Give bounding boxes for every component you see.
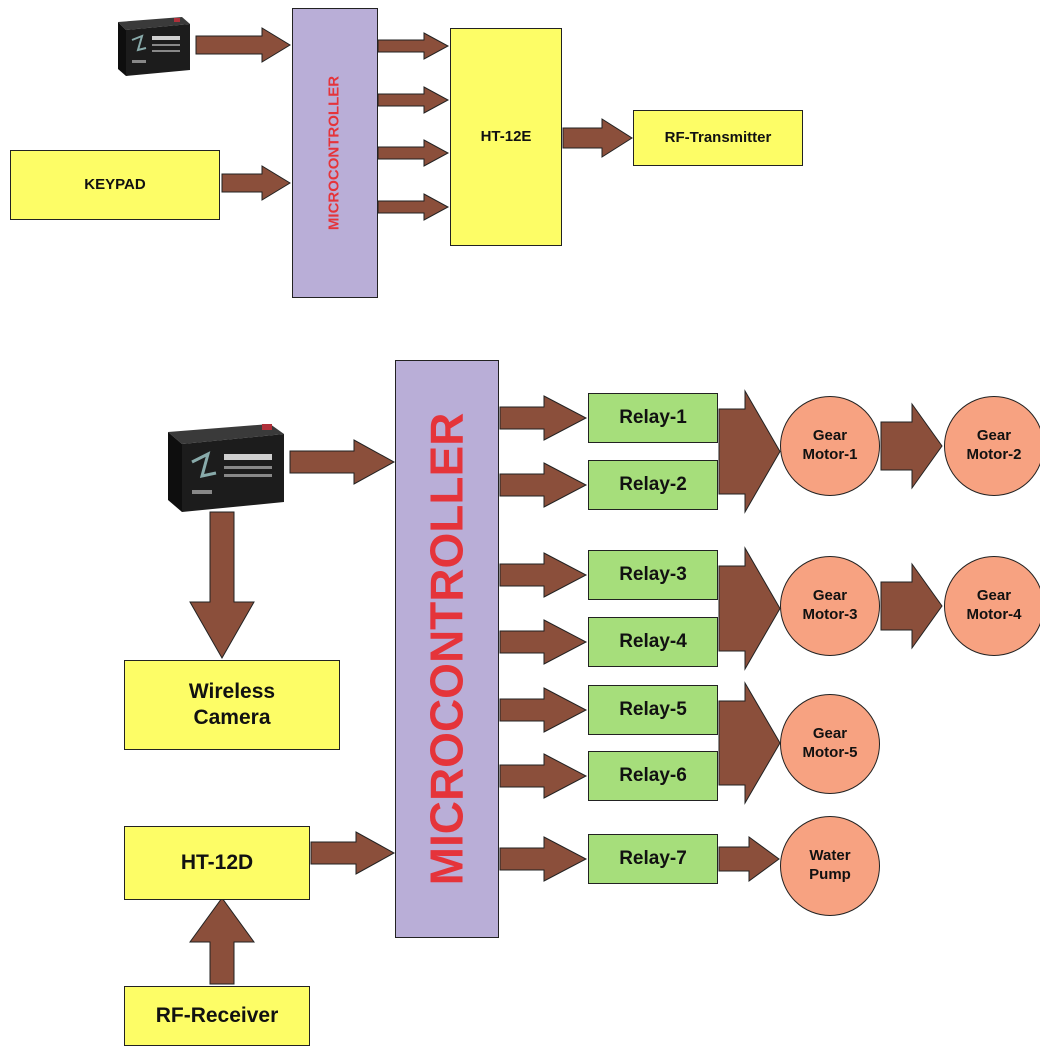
encoder-block: HT-12E	[450, 28, 562, 246]
battery-to-mcu-arrow	[196, 28, 290, 62]
mcu-to-relay-1-arrow	[500, 396, 586, 440]
relay-7-label: Relay-7	[619, 847, 687, 871]
mcu-to-encoder-arrow-4	[378, 194, 448, 220]
relay-2-label: Relay-2	[619, 473, 687, 497]
relays-5-6-to-motor-5-arrow	[719, 683, 780, 803]
transmitter-label: RF-Transmitter	[665, 129, 772, 148]
gear-motor-5-label: Gear Motor-5	[803, 725, 858, 763]
water-pump-label: Water Pump	[809, 847, 851, 885]
gear-motor-3-label: Gear Motor-3	[803, 587, 858, 625]
microcontroller-bottom-label: MICROCONTROLLER	[418, 413, 476, 886]
gear-motor-3-node: Gear Motor-3	[780, 556, 880, 656]
gear-motor-5-node: Gear Motor-5	[780, 694, 880, 794]
microcontroller-bottom-block: MICROCONTROLLER	[395, 360, 499, 938]
receiver-block: RF-Receiver	[124, 986, 310, 1046]
mcu-to-relay-6-arrow	[500, 754, 586, 798]
receiver-to-decoder-arrow	[190, 898, 254, 984]
battery-to-mcu-bottom-arrow	[290, 440, 394, 484]
mcu-to-relay-5-arrow	[500, 688, 586, 732]
battery-icon	[112, 14, 194, 80]
relay-6-block: Relay-6	[588, 751, 718, 801]
mcu-to-encoder-arrow-1	[378, 33, 448, 59]
battery-icon	[160, 418, 290, 516]
keypad-block: KEYPAD	[10, 150, 220, 220]
encoder-to-transmitter-arrow	[563, 119, 632, 157]
encoder-label: HT-12E	[481, 128, 532, 147]
gear-motor-1-label: Gear Motor-1	[803, 427, 858, 465]
relay-1-label: Relay-1	[619, 406, 687, 430]
relay-7-block: Relay-7	[588, 834, 718, 884]
gear-motor-4-label: Gear Motor-4	[967, 587, 1022, 625]
decoder-block: HT-12D	[124, 826, 310, 900]
relay-1-block: Relay-1	[588, 393, 718, 443]
relay-5-label: Relay-5	[619, 698, 687, 722]
motor-1-to-motor-2-arrow	[881, 404, 942, 488]
relay-2-block: Relay-2	[588, 460, 718, 510]
mcu-to-relay-7-arrow	[500, 837, 586, 881]
transmitter-block: RF-Transmitter	[633, 110, 803, 166]
gear-motor-2-label: Gear Motor-2	[967, 427, 1022, 465]
relay-7-to-pump-arrow	[719, 837, 779, 881]
wireless-camera-block: Wireless Camera	[124, 660, 340, 750]
relays-3-4-to-motor-3-arrow	[719, 548, 780, 669]
mcu-to-relay-4-arrow	[500, 620, 586, 664]
mcu-to-encoder-arrow-3	[378, 140, 448, 166]
water-pump-node: Water Pump	[780, 816, 880, 916]
wireless-camera-label: Wireless Camera	[189, 679, 275, 732]
mcu-to-relay-3-arrow	[500, 553, 586, 597]
decoder-label: HT-12D	[181, 850, 253, 876]
gear-motor-1-node: Gear Motor-1	[780, 396, 880, 496]
relays-1-2-to-motor-1-arrow	[719, 391, 780, 512]
microcontroller-top-label: MICROCONTROLLER	[326, 76, 345, 230]
keypad-to-mcu-arrow	[222, 166, 290, 200]
decoder-to-mcu-arrow	[311, 832, 394, 874]
battery-to-camera-arrow	[190, 512, 254, 658]
mcu-to-encoder-arrow-2	[378, 87, 448, 113]
mcu-to-relay-2-arrow	[500, 463, 586, 507]
relay-4-block: Relay-4	[588, 617, 718, 667]
relay-3-block: Relay-3	[588, 550, 718, 600]
gear-motor-2-node: Gear Motor-2	[944, 396, 1040, 496]
keypad-label: KEYPAD	[84, 176, 145, 195]
gear-motor-4-node: Gear Motor-4	[944, 556, 1040, 656]
relay-6-label: Relay-6	[619, 764, 687, 788]
relay-5-block: Relay-5	[588, 685, 718, 735]
relay-3-label: Relay-3	[619, 563, 687, 587]
microcontroller-top-block: MICROCONTROLLER	[292, 8, 378, 298]
receiver-label: RF-Receiver	[156, 1003, 279, 1029]
motor-3-to-motor-4-arrow	[881, 564, 942, 648]
relay-4-label: Relay-4	[619, 630, 687, 654]
